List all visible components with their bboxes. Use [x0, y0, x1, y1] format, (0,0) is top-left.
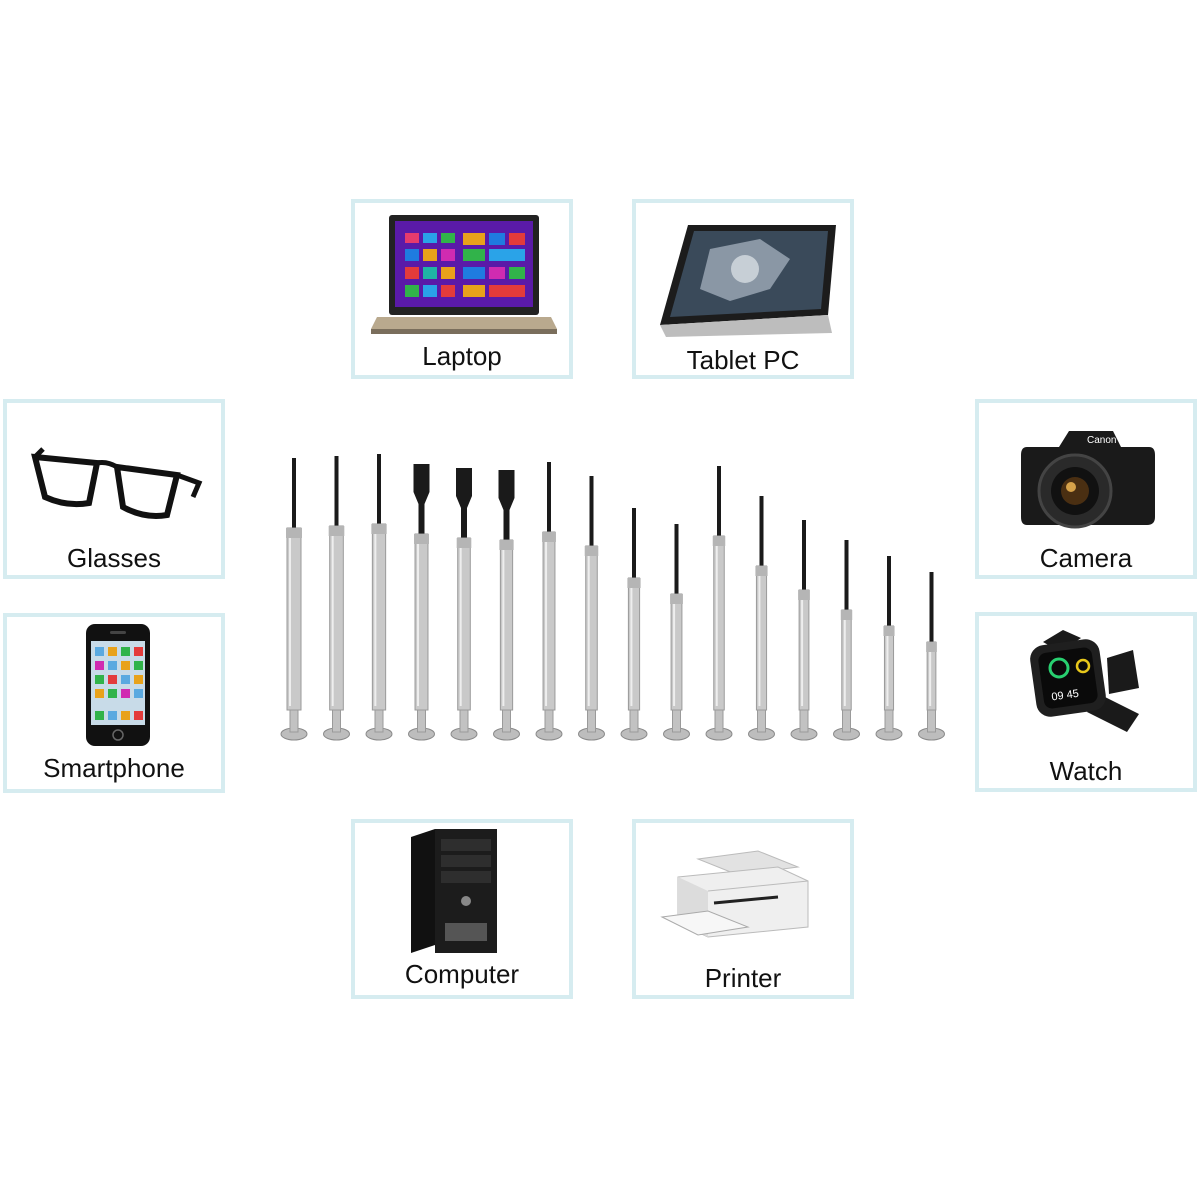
camera-brand: Canon — [1087, 435, 1116, 446]
printer-icon — [660, 850, 809, 938]
screwdriver-flat — [748, 496, 775, 741]
tablet-label: Tablet PC — [686, 345, 800, 375]
tablet-icon — [660, 225, 836, 337]
screwdriver-phillips — [663, 524, 690, 741]
watch-label: Watch — [1049, 756, 1123, 786]
smartphone-label: Smartphone — [43, 753, 185, 783]
screwdriver-phillips — [620, 508, 648, 741]
tablet-card: Tablet PC — [632, 199, 854, 379]
glasses-icon — [31, 447, 203, 519]
smartphone-card: Smartphone — [3, 613, 225, 793]
laptop-icon — [371, 215, 557, 334]
camera-card: Canon Camera — [975, 399, 1197, 579]
printer-label: Printer — [704, 963, 782, 993]
screwdriver-flat — [323, 456, 350, 741]
glasses-label: Glasses — [67, 543, 161, 573]
smartphone-icon — [86, 624, 150, 746]
screwdriver-flat — [918, 572, 945, 741]
screwdriver-flat — [875, 556, 903, 741]
watch-time: 09 45 — [1051, 688, 1080, 704]
computer-label: Computer — [404, 959, 520, 989]
computer-tower-icon — [411, 829, 497, 953]
screwdriver-pentalobe — [450, 468, 478, 741]
screwdriver-flat — [365, 454, 393, 741]
glasses-card: Glasses — [3, 399, 225, 579]
screwdriver-flat — [280, 458, 308, 741]
watch-card: 09 45 Watch — [975, 612, 1197, 792]
screwdriver-flat — [790, 520, 818, 741]
camera-icon: Canon — [1021, 431, 1155, 529]
screwdriver-pentalobe — [493, 470, 520, 741]
printer-card: Printer — [632, 819, 854, 999]
laptop-card: Laptop — [351, 199, 573, 379]
screwdriver-pentalobe — [408, 464, 435, 741]
computer-card: Computer — [351, 819, 573, 999]
precision-screwdriver-set — [280, 454, 945, 741]
screwdriver-flat — [833, 540, 860, 741]
camera-label: Camera — [1039, 543, 1133, 573]
laptop-label: Laptop — [422, 341, 502, 371]
screwdriver-phillips — [535, 462, 563, 741]
screwdriver-phillips — [578, 476, 605, 741]
screwdriver-flat — [705, 466, 733, 741]
watch-icon: 09 45 — [1030, 630, 1139, 732]
